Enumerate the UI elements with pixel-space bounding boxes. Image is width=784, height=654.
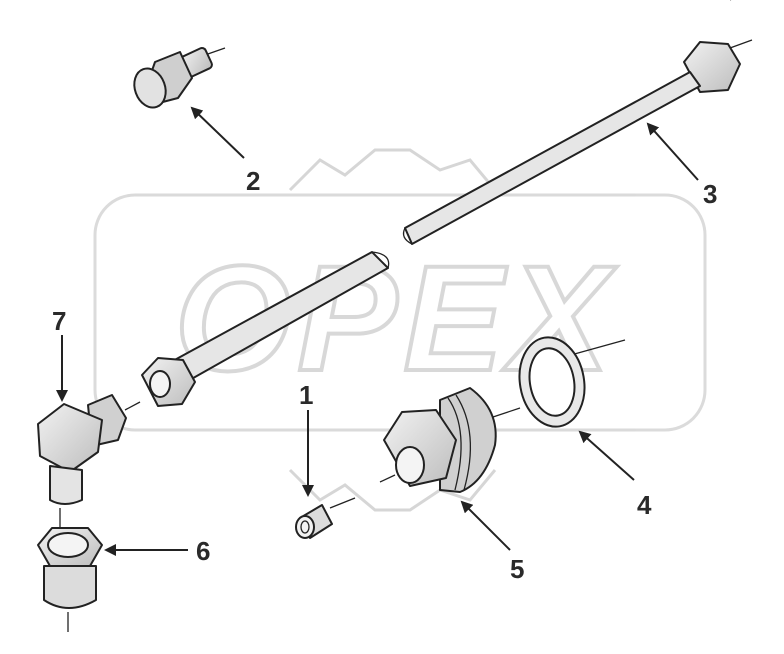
part-1-sleeve bbox=[295, 497, 356, 539]
callout-3: 3 bbox=[703, 179, 717, 209]
part-3-tube bbox=[402, 0, 753, 245]
arrow-2 bbox=[190, 106, 245, 159]
part-2-fitting bbox=[133, 47, 226, 109]
arrow-3 bbox=[646, 122, 699, 181]
part-7-elbow bbox=[37, 394, 141, 528]
watermark-gear-icon bbox=[288, 148, 497, 512]
callout-6: 6 bbox=[196, 536, 210, 566]
part-6-adapter bbox=[37, 527, 103, 632]
callout-5: 5 bbox=[510, 554, 524, 584]
part-5-bulkhead bbox=[379, 387, 521, 493]
arrow-4 bbox=[578, 430, 635, 481]
callouts: 1 2 3 4 5 6 7 bbox=[52, 166, 717, 584]
connecting-tube bbox=[141, 251, 390, 407]
callout-7: 7 bbox=[52, 306, 66, 336]
leader-arrows bbox=[56, 106, 699, 556]
arrow-5 bbox=[460, 500, 511, 551]
callout-4: 4 bbox=[637, 490, 652, 520]
callout-1: 1 bbox=[299, 380, 313, 410]
part-4-washer bbox=[518, 336, 626, 428]
callout-2: 2 bbox=[246, 166, 260, 196]
